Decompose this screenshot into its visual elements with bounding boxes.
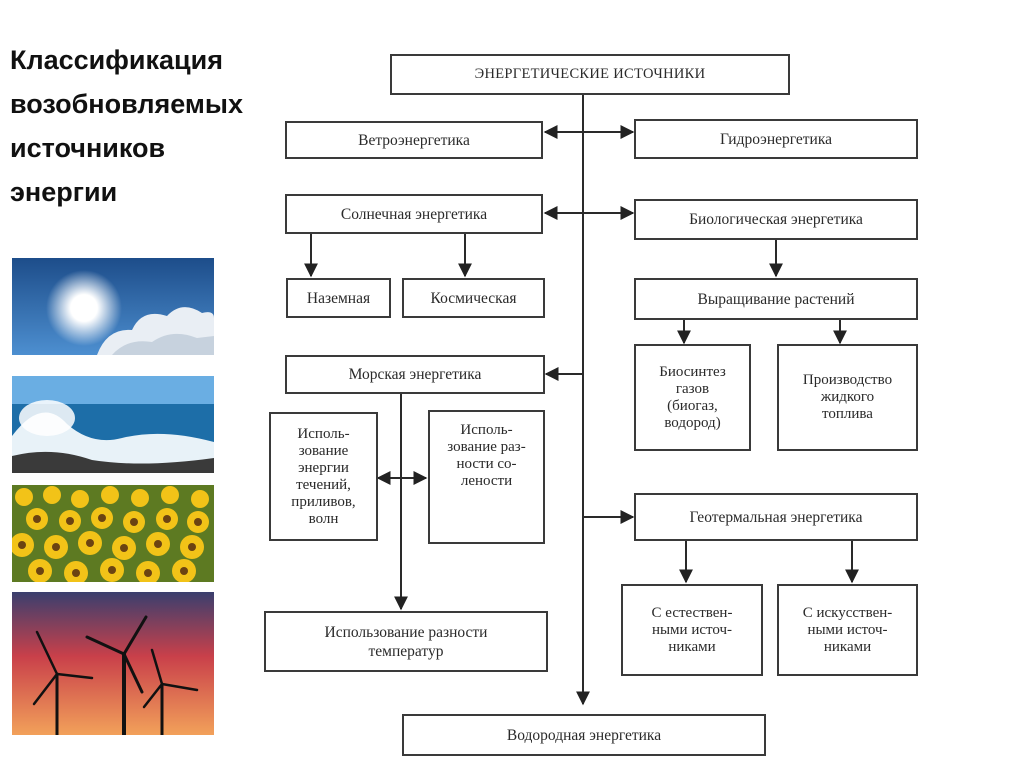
box-label-line: энергии	[298, 459, 349, 476]
box-label: Морская энергетика	[348, 366, 482, 383]
sun-clouds-photo	[12, 258, 214, 355]
box-label-line: Использование разности	[324, 623, 488, 641]
box-label: Биологическая энергетика	[689, 211, 863, 228]
box-label-line: водород)	[664, 414, 721, 431]
box-label-line: температур	[368, 642, 444, 660]
box-label-line: жидкого	[820, 389, 875, 405]
sea-wave-photo	[12, 376, 214, 473]
box-label-line: топлива	[822, 406, 873, 422]
growing-plants-box: Выращивание растений	[634, 278, 918, 320]
box-label-line: ности со-	[456, 456, 517, 472]
artificial-sources-box: С искусствен- ными источ- никами	[777, 584, 918, 676]
box-label-line: Исполь-	[297, 425, 350, 442]
box-label-line: Производство	[802, 372, 893, 388]
ground-solar-box: Наземная	[286, 278, 391, 318]
page-title: Классификация возобновляемых источников …	[10, 38, 295, 214]
box-label-line: ными источ-	[651, 621, 733, 638]
box-label: Солнечная энергетика	[340, 205, 488, 223]
temperature-difference-box: Использование разности температур	[264, 611, 548, 672]
title-line: возобновляемых	[10, 89, 243, 119]
biogas-synthesis-box: Биосинтез газов (биогаз, водород)	[634, 344, 751, 451]
box-label: Гидроэнергетика	[719, 130, 833, 148]
geothermal-energy-box: Геотермальная энергетика	[634, 493, 918, 541]
wind-energy-box: Ветроэнергетика	[285, 121, 543, 159]
solar-energy-box: Солнечная энергетика	[285, 194, 543, 234]
box-label-line: газов	[675, 380, 710, 397]
energy-sources-root-box: ЭНЕРГЕТИЧЕСКИЕ ИСТОЧНИКИ	[390, 54, 790, 95]
box-label-line: течений,	[296, 476, 351, 493]
liquid-fuel-box: Производство жидкого топлива	[777, 344, 918, 451]
box-label-line: ными источ-	[807, 621, 888, 638]
wind-turbines-photo	[12, 592, 214, 735]
title-line: энергии	[10, 177, 118, 207]
sunflower-field-photo	[12, 485, 214, 582]
box-label: Водородная энергетика	[506, 726, 662, 744]
box-label: Ветроэнергетика	[358, 131, 470, 149]
biological-energy-box: Биологическая энергетика	[634, 199, 918, 240]
title-line: источников	[10, 133, 166, 163]
box-label-line: никами	[668, 638, 716, 655]
box-label-line: никами	[823, 638, 872, 655]
space-solar-box: Космическая	[402, 278, 545, 318]
box-label-line: приливов,	[291, 493, 356, 510]
hydrogen-energy-box: Водородная энергетика	[402, 714, 766, 756]
box-label-line: Исполь-	[460, 422, 513, 438]
salinity-difference-box: Исполь- зование раз- ности со- лености	[428, 410, 545, 544]
box-label-line: зование раз-	[447, 439, 526, 455]
box-label: Выращивание растений	[697, 290, 855, 308]
box-label: ЭНЕРГЕТИЧЕСКИЕ ИСТОЧНИКИ	[474, 66, 706, 82]
box-label-line: С естествен-	[651, 604, 733, 621]
currents-tides-waves-box: Исполь- зование энергии течений, приливо…	[269, 412, 378, 541]
box-label: Геотермальная энергетика	[689, 508, 863, 526]
natural-sources-box: С естествен- ными источ- никами	[621, 584, 763, 676]
marine-energy-box: Морская энергетика	[285, 355, 545, 394]
box-label-line: С искусствен-	[802, 604, 893, 621]
hydro-energy-box: Гидроэнергетика	[634, 119, 918, 159]
box-label-line: волн	[308, 510, 339, 527]
box-label-line: лености	[460, 473, 513, 489]
box-label-line: Биосинтез	[659, 363, 726, 380]
box-label: Космическая	[430, 289, 517, 307]
title-line: Классификация	[10, 45, 223, 75]
box-label-line: зование	[298, 442, 349, 459]
box-label-line: (биогаз,	[667, 397, 718, 414]
box-label: Наземная	[306, 289, 371, 307]
